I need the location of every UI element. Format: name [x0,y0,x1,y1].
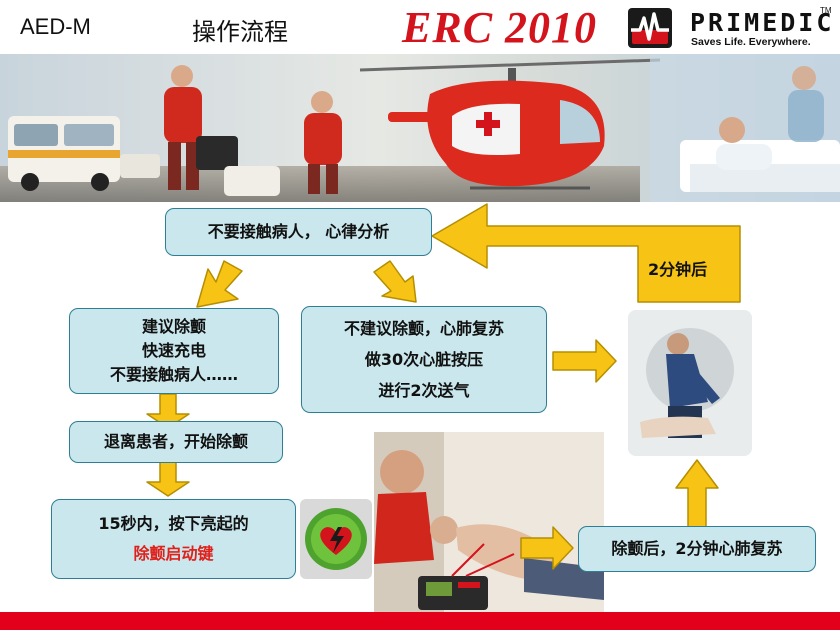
loop-label: 2分钟后 [648,260,708,279]
shock-advised-line: 快速充电 [141,341,206,360]
brand-name: PRIMEDIC [690,8,835,37]
shock-advised-line: 不要接触病人…… [109,365,238,384]
defibrillation-photo [374,432,604,614]
paramedic-image [164,65,238,190]
right-arrow [552,339,617,383]
footer-bar [0,612,840,630]
shock-advised-line: 建议除颤 [141,317,206,336]
shock-advised-box: 建议除颤 快速充电 不要接触病人…… [69,308,279,394]
paramedic-image [224,91,342,196]
stand-clear-text: 退离患者，开始除颤 [103,432,248,451]
shock-button-label: 除颤启动键 [133,544,214,563]
loop-back-arrow [431,203,741,303]
analyze-box: 不要接触病人， 心律分析 [165,208,432,256]
shock-button-image [300,499,372,579]
brand-slogan: Saves Life. Everywhere. [691,36,811,48]
primedic-logo-icon [628,8,672,48]
product-name: AED-M [20,14,91,39]
after-shock-box: 除颤后，2分钟心肺复苏 [578,526,816,572]
up-arrow [675,459,719,529]
down-right-arrow [373,260,417,303]
no-shock-box: 不建议除颤，心肺复苏 做30次心脏按压 进行2次送气 [301,306,547,413]
after-shock-text: 除颤后，2分钟心肺复苏 [611,539,783,558]
right-arrow [520,526,574,570]
press-button-line: 15秒内，按下亮起的 [98,514,249,533]
page-title: 操作流程 [192,18,288,46]
no-shock-line: 做30次心脏按压 [364,350,484,369]
emergency-photo-banner [0,54,840,202]
down-left-arrow [196,260,243,308]
ambulance-image [8,116,160,191]
press-button-box: 15秒内，按下亮起的 除颤启动键 [51,499,296,579]
guideline-title: ERC 2010 [402,3,598,52]
no-shock-line: 进行2次送气 [378,381,470,400]
stand-clear-box: 退离患者，开始除颤 [69,421,283,463]
helicopter-image [359,58,661,190]
patient-in-bed-image [650,54,840,202]
no-shock-line: 不建议除颤，心肺复苏 [343,319,504,338]
cpr-photo [628,310,752,456]
analyze-text: 不要接触病人， 心律分析 [207,222,390,241]
down-arrow [146,460,190,497]
brand-trademark: TM [820,6,832,15]
